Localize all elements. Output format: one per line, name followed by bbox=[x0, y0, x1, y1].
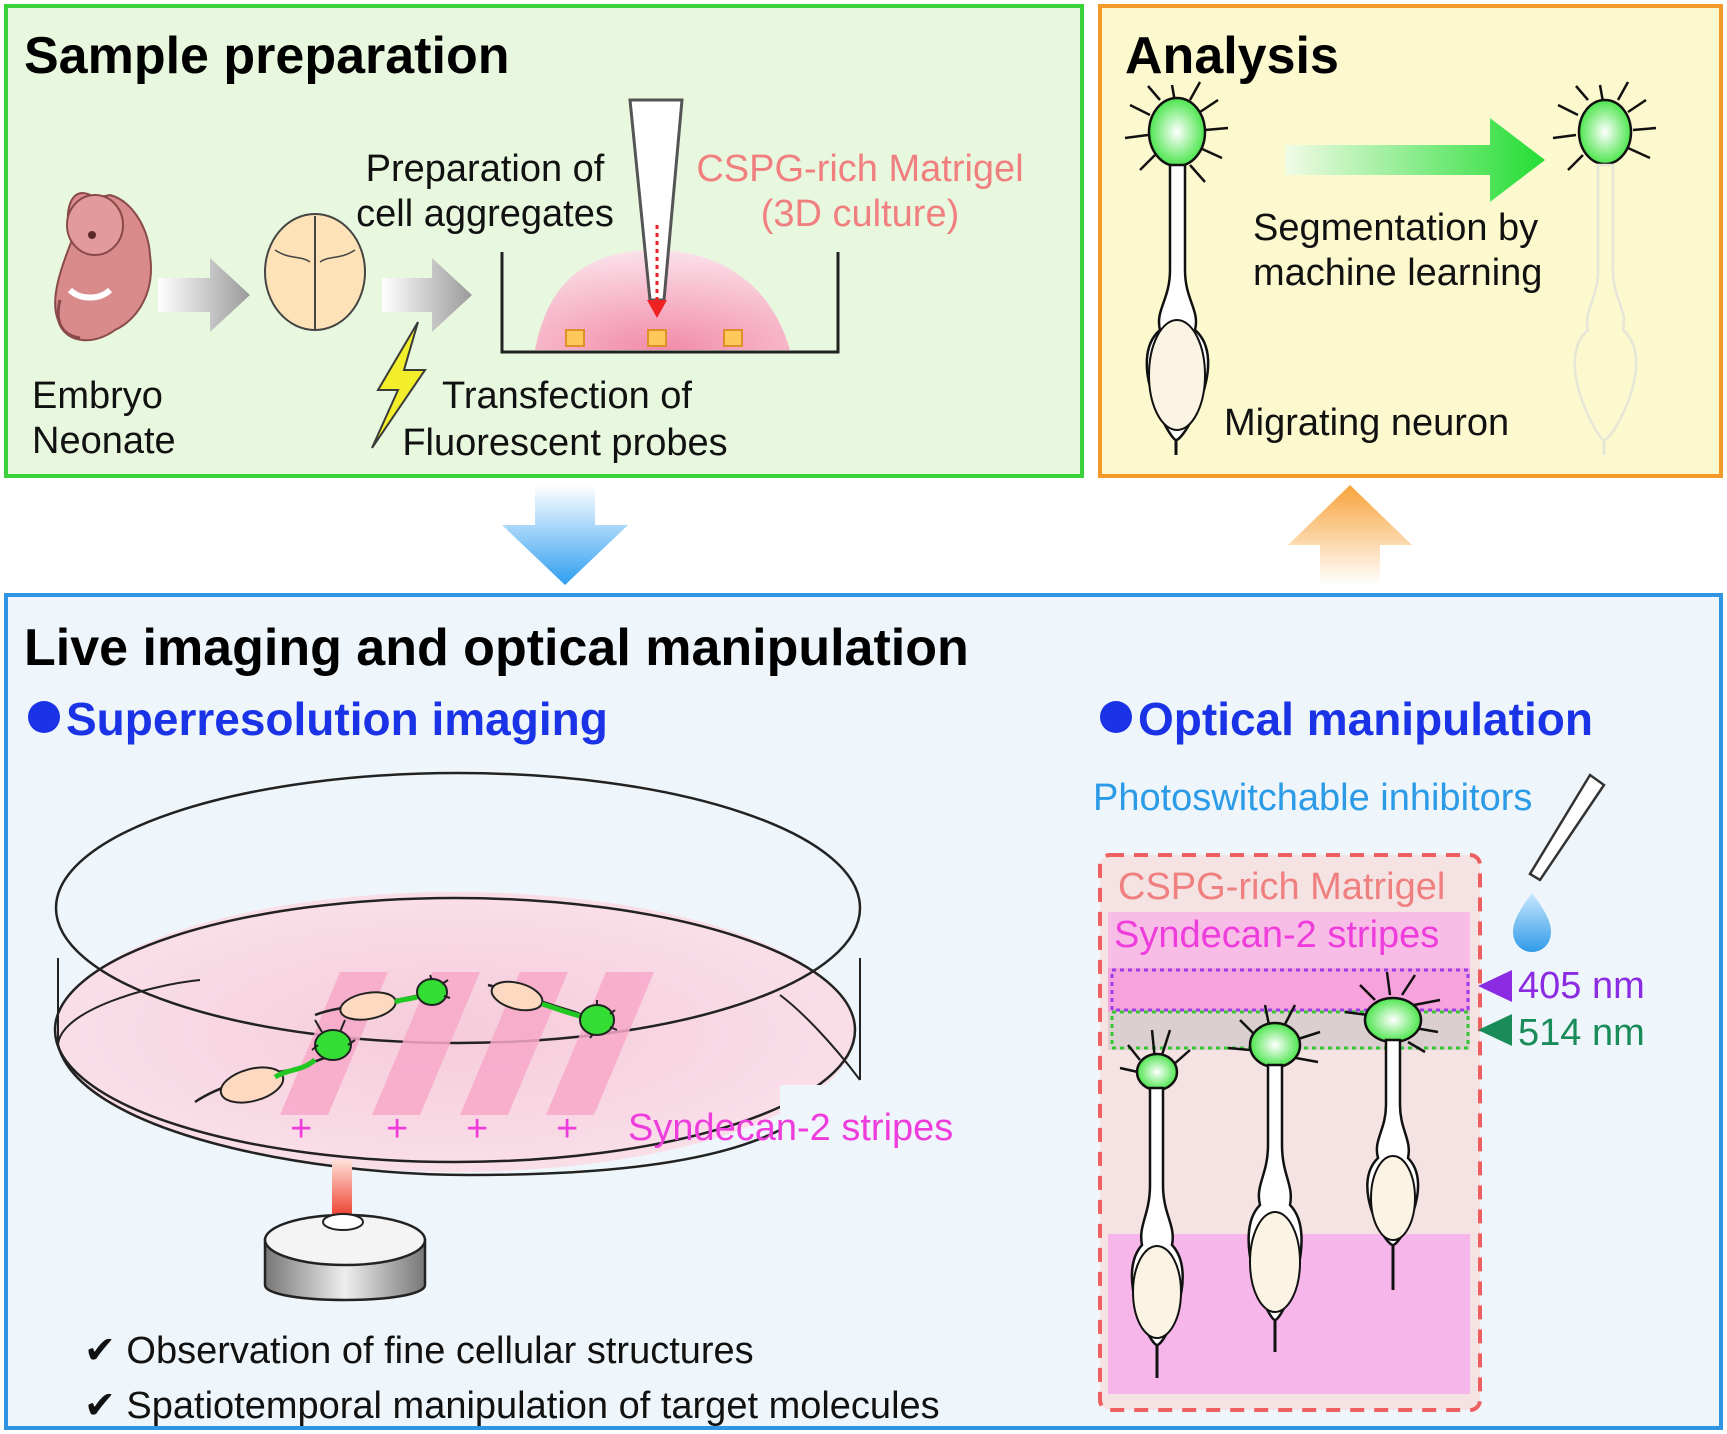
transfection-label-line2: Fluorescent probes bbox=[402, 422, 728, 464]
manipulation-chamber bbox=[1098, 853, 1482, 1412]
sample-preparation-title: Sample preparation bbox=[24, 27, 510, 85]
flow-arrow-2 bbox=[382, 258, 472, 332]
flow-arrow-1 bbox=[158, 258, 250, 332]
dropper-icon bbox=[1513, 773, 1606, 952]
embryo-label: Embryo bbox=[32, 375, 163, 417]
laser-514-label: 514 nm bbox=[1518, 1012, 1645, 1054]
aggregates-label-line1: Preparation of bbox=[365, 148, 605, 190]
optical-manipulation-heading: Optical manipulation bbox=[1100, 692, 1593, 746]
segmented-neuron-illustration bbox=[1552, 81, 1657, 455]
plus-sign-2: + bbox=[386, 1108, 409, 1150]
culture-dish bbox=[53, 771, 890, 1177]
live-imaging-title: Live imaging and optical manipulation bbox=[24, 619, 969, 677]
embryo-illustration bbox=[54, 192, 152, 342]
syndecan-stripes-label: Syndecan-2 stripes bbox=[628, 1107, 954, 1149]
bullet-icon bbox=[1100, 701, 1132, 733]
segmentation-arrow bbox=[1285, 118, 1545, 202]
neonate-label: Neonate bbox=[32, 420, 176, 462]
matrigel-label-line2: (3D culture) bbox=[760, 193, 960, 235]
superresolution-heading: Superresolution imaging bbox=[28, 692, 608, 746]
sample-preparation-panel bbox=[4, 4, 1084, 478]
inhibitors-label: Photoswitchable inhibitors bbox=[1093, 777, 1533, 819]
migrating-neuron-illustration bbox=[1124, 81, 1229, 455]
transfection-label-line1: Transfection of bbox=[442, 375, 692, 417]
objective-stage bbox=[263, 1213, 427, 1302]
segmentation-label-line1: Segmentation by bbox=[1253, 207, 1539, 249]
aggregates-label-line2: cell aggregates bbox=[356, 193, 614, 235]
plus-sign-4: + bbox=[556, 1108, 579, 1150]
laser-beam bbox=[332, 1160, 352, 1215]
checklist-item: ✔ Spatiotemporal manipulation of target … bbox=[84, 1385, 940, 1427]
checklist-item: ✔ Observation of fine cellular structure… bbox=[84, 1330, 754, 1372]
plus-sign-3: + bbox=[466, 1108, 489, 1150]
laser-405-label: 405 nm bbox=[1518, 965, 1645, 1007]
bullet-icon bbox=[28, 701, 60, 733]
analysis-title: Analysis bbox=[1125, 27, 1339, 85]
migrating-neuron-label: Migrating neuron bbox=[1224, 402, 1510, 444]
plus-sign-1: + bbox=[290, 1108, 313, 1150]
chamber-stripes-label: Syndecan-2 stripes bbox=[1114, 914, 1440, 956]
laser-514-arrow-icon bbox=[1478, 1014, 1512, 1046]
dish-neurons bbox=[194, 974, 618, 1104]
culture-well bbox=[500, 250, 840, 354]
matrigel-label-line1: CSPG-rich Matrigel bbox=[696, 148, 1024, 190]
lightning-icon bbox=[371, 321, 427, 449]
chamber-matrigel-label: CSPG-rich Matrigel bbox=[1118, 866, 1446, 908]
brain-illustration bbox=[264, 213, 366, 331]
flow-arrow-up bbox=[1288, 485, 1412, 585]
pipette-icon bbox=[628, 98, 684, 318]
chamber-neurons bbox=[1119, 971, 1441, 1378]
laser-405-arrow-icon bbox=[1478, 970, 1512, 1002]
flow-arrow-down bbox=[502, 485, 628, 585]
segmentation-label-line2: machine learning bbox=[1253, 252, 1543, 294]
